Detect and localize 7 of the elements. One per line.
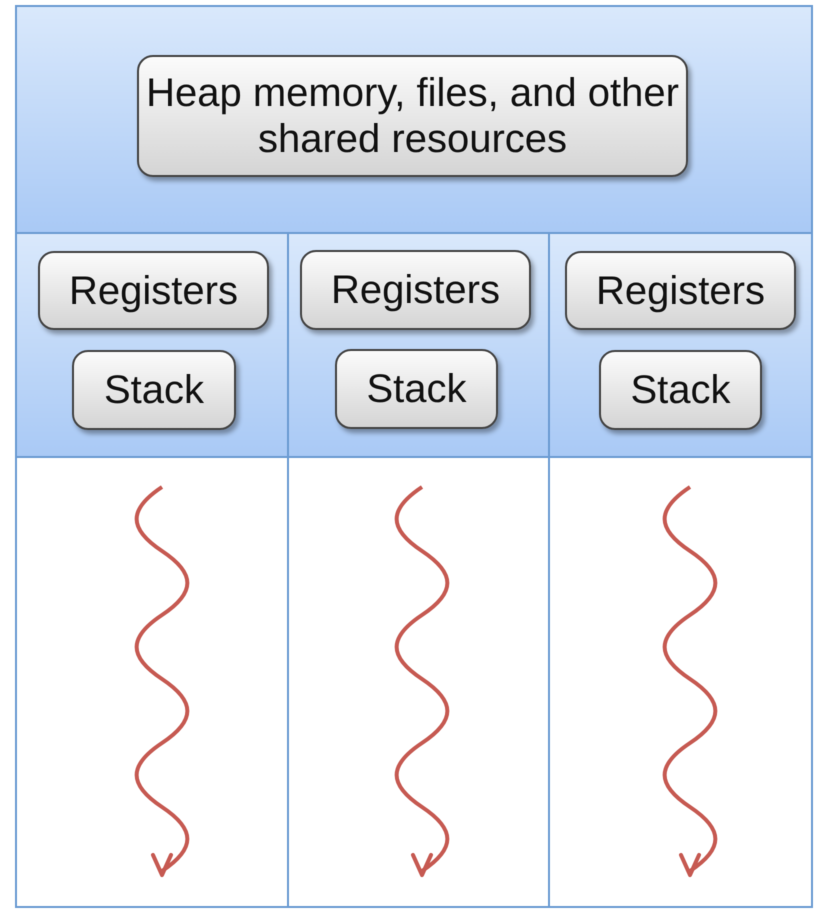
registers-box: Registers <box>565 251 796 330</box>
stack-box: Stack <box>335 349 498 429</box>
stack-box: Stack <box>72 350 236 430</box>
shared-resources-box: Heap memory, files, and other shared resources <box>137 55 688 177</box>
registers-box: Registers <box>300 250 531 330</box>
stack-box: Stack <box>599 350 762 430</box>
registers-box: Registers <box>38 251 269 330</box>
